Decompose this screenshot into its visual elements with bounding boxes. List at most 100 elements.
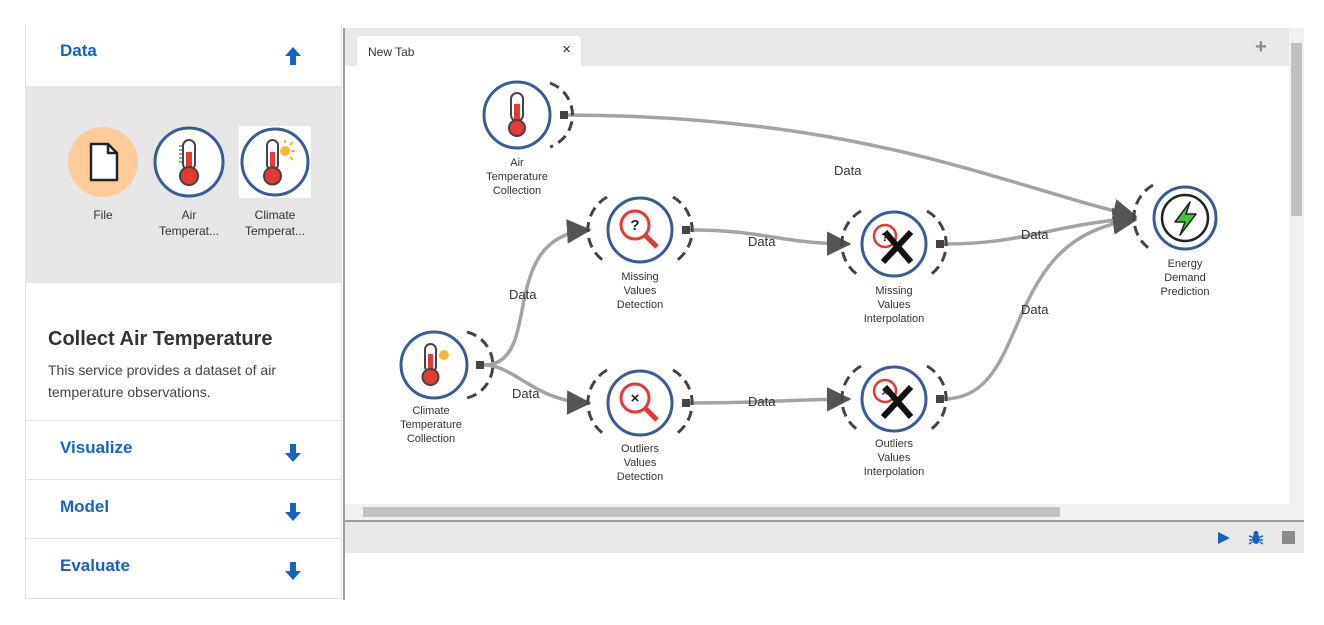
horizontal-scrollbar[interactable] bbox=[345, 504, 1289, 520]
node-label-air: Air Temperature Collection bbox=[462, 156, 572, 198]
label-line: Values bbox=[877, 299, 911, 311]
palette-item-file[interactable]: File bbox=[63, 126, 143, 223]
label-line: Values bbox=[623, 457, 657, 469]
label-line: Outliers bbox=[621, 443, 659, 455]
edge-missing-detection-to-interpolation bbox=[689, 228, 852, 256]
svg-text:×: × bbox=[881, 385, 888, 399]
panel-splitter[interactable] bbox=[343, 28, 345, 600]
label-line: Missing bbox=[621, 271, 659, 283]
label-line: Outliers bbox=[875, 438, 913, 450]
label-line: Energy bbox=[1167, 258, 1203, 270]
label-line: Values bbox=[877, 452, 911, 464]
section-title: Model bbox=[60, 497, 110, 516]
edge-outliers-detection-to-interpolation bbox=[689, 387, 852, 412]
thermometer-icon bbox=[153, 126, 225, 198]
node-outliers-values-interpolation: × bbox=[840, 364, 948, 434]
section-evaluate-header[interactable]: Evaluate bbox=[26, 539, 341, 597]
label-line: Interpolation bbox=[863, 313, 925, 325]
vertical-scrollbar[interactable] bbox=[1289, 28, 1304, 504]
description-text: This service provides a dataset of air t… bbox=[48, 362, 276, 400]
scrollbar-corner bbox=[1289, 504, 1304, 520]
node-missing-values-interpolation: ? bbox=[840, 209, 948, 279]
section-visualize-header[interactable]: Visualize bbox=[26, 421, 341, 479]
node-label-climate: Climate Temperature Collection bbox=[376, 404, 486, 446]
workflow-editor: New Tab × + bbox=[345, 28, 1304, 553]
description-title: Collect Air Temperature bbox=[48, 328, 273, 350]
svg-text:×: × bbox=[631, 390, 640, 407]
node-climate-temperature-collection bbox=[399, 330, 495, 400]
palette-item-label: Air Temperat... bbox=[158, 208, 220, 238]
bug-icon[interactable] bbox=[1248, 530, 1264, 546]
thermometer-sun-icon bbox=[239, 126, 311, 198]
sidebar: Data File Air Temperat... bbox=[25, 24, 342, 599]
section-model-header[interactable]: Model bbox=[26, 480, 341, 538]
label-line: Detection bbox=[616, 471, 664, 483]
service-description: Collect Air Temperature This service pro… bbox=[48, 328, 328, 403]
workflow-canvas[interactable]: ? × ? bbox=[345, 66, 1289, 504]
palette: File Air Temperat... Climate Tem bbox=[26, 86, 341, 283]
label-line: Detection bbox=[616, 299, 664, 311]
arrow-up-icon bbox=[285, 47, 301, 65]
edge-label: Data bbox=[748, 234, 776, 249]
label-line: Temperature bbox=[400, 419, 462, 431]
label-line: Temperature bbox=[486, 171, 548, 183]
arrow-down-icon bbox=[285, 503, 301, 521]
edge-climate-to-outliers-detection bbox=[483, 363, 592, 415]
close-icon[interactable]: × bbox=[562, 41, 571, 58]
palette-item-climate-temperature[interactable]: Climate Temperat... bbox=[235, 126, 315, 239]
tab-label: New Tab bbox=[368, 45, 415, 59]
arrow-down-icon bbox=[285, 444, 301, 462]
node-missing-values-detection: ? bbox=[586, 195, 694, 265]
scrollbar-thumb[interactable] bbox=[363, 507, 1060, 517]
label-line: Interpolation bbox=[863, 466, 925, 478]
label-line: Air bbox=[510, 157, 524, 169]
edge-label: Data bbox=[1021, 302, 1049, 317]
label-line: Climate bbox=[412, 405, 450, 417]
label-line: Collection bbox=[492, 185, 542, 197]
edge-label: Data bbox=[748, 394, 776, 409]
node-outliers-values-detection: × bbox=[586, 368, 694, 438]
divider bbox=[26, 479, 341, 480]
edge-missing-interpolation-to-energy bbox=[942, 207, 1138, 246]
play-icon[interactable] bbox=[1217, 531, 1231, 545]
label-line: Prediction bbox=[1160, 286, 1210, 298]
edge-label: Data bbox=[834, 163, 862, 178]
palette-item-air-temperature[interactable]: Air Temperat... bbox=[149, 126, 229, 239]
palette-item-label: Climate Temperat... bbox=[244, 208, 306, 238]
svg-text:?: ? bbox=[630, 217, 639, 234]
svg-text:?: ? bbox=[881, 230, 888, 244]
section-title: Data bbox=[60, 41, 97, 60]
scrollbar-thumb[interactable] bbox=[1291, 43, 1302, 216]
file-icon bbox=[68, 127, 138, 197]
tab-new-tab[interactable]: New Tab × bbox=[357, 36, 581, 66]
label-line: Demand bbox=[1164, 272, 1206, 284]
divider bbox=[26, 538, 341, 539]
node-label-outliers-detection: Outliers Values Detection bbox=[585, 442, 695, 484]
edge-label: Data bbox=[1021, 227, 1049, 242]
run-toolbar bbox=[345, 520, 1304, 553]
add-tab-icon[interactable]: + bbox=[1255, 36, 1267, 58]
tab-bar: New Tab × + bbox=[345, 28, 1304, 66]
label-line: Collection bbox=[406, 433, 456, 445]
node-label-energy: Energy Demand Prediction bbox=[1130, 257, 1240, 299]
palette-item-label: File bbox=[93, 208, 113, 222]
edge-label: Data bbox=[509, 287, 537, 302]
divider bbox=[26, 420, 341, 421]
workflow-graph: ? × ? bbox=[399, 80, 1218, 438]
section-data-header[interactable]: Data bbox=[26, 24, 341, 82]
edge-label: Data bbox=[512, 386, 540, 401]
arrow-down-icon bbox=[285, 562, 301, 580]
node-label-missing-detection: Missing Values Detection bbox=[585, 270, 695, 312]
edge-outliers-interpolation-to-energy bbox=[942, 210, 1138, 401]
label-line: Values bbox=[623, 285, 657, 297]
node-energy-demand-prediction bbox=[1132, 183, 1218, 253]
section-title: Evaluate bbox=[60, 556, 130, 575]
node-air-temperature-collection bbox=[482, 80, 575, 150]
node-label-outliers-interpolation: Outliers Values Interpolation bbox=[839, 437, 949, 479]
section-title: Visualize bbox=[60, 438, 133, 457]
edge-climate-to-missing-detection bbox=[483, 219, 592, 367]
node-label-missing-interpolation: Missing Values Interpolation bbox=[839, 284, 949, 326]
label-line: Missing bbox=[875, 285, 913, 297]
stop-icon[interactable] bbox=[1282, 531, 1295, 544]
edge-air-to-energy bbox=[566, 113, 1138, 223]
